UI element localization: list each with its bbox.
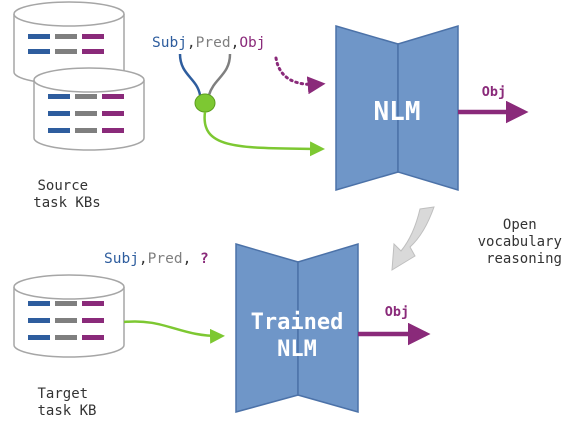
bottom-triple-pred: Pred xyxy=(148,251,183,267)
reasoning-label: Open vocabulary reasoning xyxy=(478,217,571,267)
bottom-triple-text: Subj,Pred, ? xyxy=(104,251,209,267)
top-triple-subj: Subj xyxy=(152,35,187,51)
top-triple-pred: Pred xyxy=(196,35,231,51)
top-triple-sep1: , xyxy=(187,35,196,51)
target-kb-rows xyxy=(28,301,104,340)
source-kb-back-rows xyxy=(28,34,104,54)
reasoning-label-line1: Open xyxy=(503,217,537,233)
reasoning-label-line2: vocabulary xyxy=(478,234,562,250)
bottom-green-input-arrow xyxy=(123,320,225,344)
target-kb-label-line1: Target xyxy=(37,386,88,402)
top-green-input-arrow xyxy=(203,111,325,157)
bottom-triple-sep1: , xyxy=(139,251,148,267)
top-nlm-block: NLM xyxy=(335,24,459,192)
subj-connector-line xyxy=(178,53,202,96)
top-triple-sep2: , xyxy=(231,35,240,51)
source-kb-front-rows xyxy=(48,94,124,133)
source-kb-label-line2: task KBs xyxy=(33,195,100,211)
merge-node xyxy=(194,93,216,113)
bottom-triple-subj: Subj xyxy=(104,251,139,267)
bottom-nlm-label-line1: Trained xyxy=(251,310,344,335)
pred-connector-line xyxy=(207,53,232,96)
bottom-nlm-block: Trained NLM xyxy=(235,242,359,413)
reasoning-curved-arrow xyxy=(391,206,435,271)
top-nlm-label: NLM xyxy=(374,97,421,127)
top-output-label: Obj xyxy=(482,84,506,100)
top-triple-text: Subj,Pred,Obj xyxy=(152,35,266,51)
obj-dotted-arrow xyxy=(274,56,326,95)
target-kb-label: Target task KB xyxy=(37,386,96,419)
source-kb-front-cylinder xyxy=(33,67,145,151)
source-kb-label-line1: Source xyxy=(37,178,88,194)
bottom-nlm-label-line2: NLM xyxy=(277,337,317,362)
bottom-triple-sep2: , xyxy=(183,251,200,267)
target-kb-cylinder xyxy=(13,274,125,358)
bottom-output-label: Obj xyxy=(385,304,409,320)
reasoning-label-line3: reasoning xyxy=(486,251,562,267)
top-triple-obj: Obj xyxy=(239,35,265,51)
bottom-triple-query: ? xyxy=(200,251,209,267)
target-kb-label-line2: task KB xyxy=(37,403,96,419)
source-kb-back-cylinder xyxy=(13,1,125,85)
source-kb-label: Source task KBs xyxy=(33,178,100,211)
